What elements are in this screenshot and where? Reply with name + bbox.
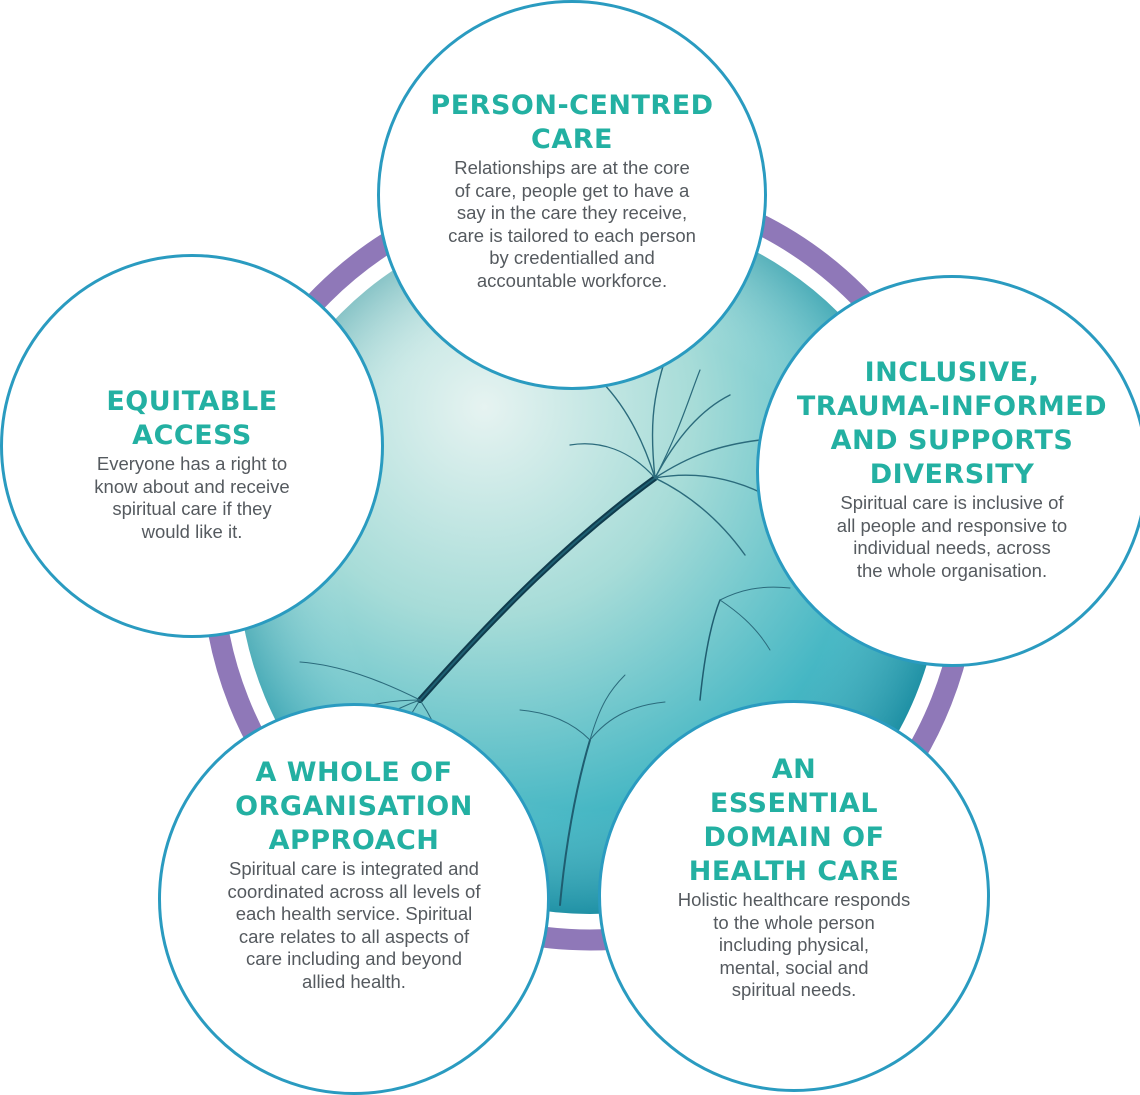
- principle-description: Everyone has a right to know about and r…: [94, 453, 290, 542]
- principle-title: A WHOLE OF ORGANISATION APPROACH: [235, 757, 473, 856]
- principle-title: INCLUSIVE, TRAUMA-INFORMED AND SUPPORTS …: [796, 357, 1108, 490]
- principle-description: Holistic healthcare responds to the whol…: [677, 889, 911, 1000]
- principle-description: Relationships are at the core of care, p…: [448, 157, 696, 291]
- principle-title: PERSON-CENTRED CARE: [430, 90, 714, 155]
- principle-title: AN ESSENTIAL DOMAIN OF HEALTH CARE: [688, 754, 900, 887]
- principle-essential-domain: AN ESSENTIAL DOMAIN OF HEALTH CARE Holis…: [598, 700, 990, 1092]
- principle-whole-of-organisation: A WHOLE OF ORGANISATION APPROACH Spiritu…: [158, 703, 550, 1095]
- principle-description: Spiritual care is inclusive of all peopl…: [836, 492, 1068, 581]
- principle-inclusive-trauma-informed: INCLUSIVE, TRAUMA-INFORMED AND SUPPORTS …: [756, 275, 1140, 667]
- principle-title: EQUITABLE ACCESS: [106, 386, 278, 451]
- principle-description: Spiritual care is integrated and coordin…: [227, 858, 481, 992]
- principle-person-centred-care: PERSON-CENTRED CARE Relationships are at…: [377, 0, 767, 390]
- principle-equitable-access: EQUITABLE ACCESS Everyone has a right to…: [0, 254, 384, 638]
